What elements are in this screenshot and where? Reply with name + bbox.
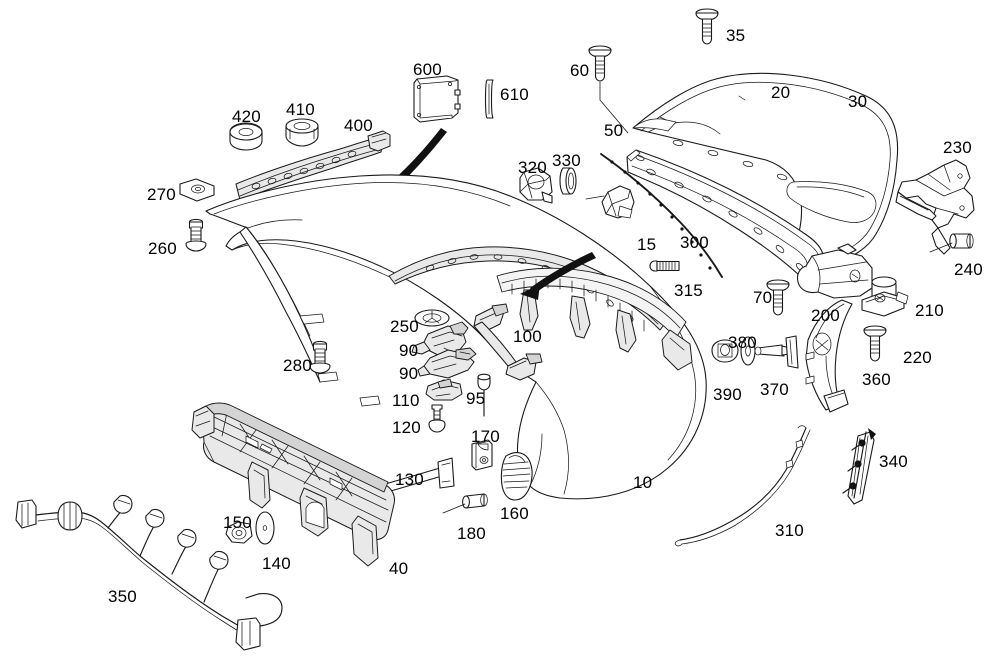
part-200-tow-hook-housing (796, 243, 873, 299)
callout-15: 15 (637, 235, 657, 254)
callout-210: 210 (915, 301, 944, 320)
part-10-bumper-cover (205, 174, 707, 500)
assembly-arrow-15 (520, 252, 596, 300)
callout-240: 240 (954, 260, 983, 279)
callout-380: 380 (728, 333, 757, 352)
part-350-wiring-harness (15, 494, 283, 651)
part-600-control-module (413, 75, 461, 123)
callout-95: 95 (466, 389, 486, 408)
part-360-bracket-arm (805, 299, 853, 413)
callout-350: 350 (108, 587, 137, 606)
callout-120: 120 (392, 418, 421, 437)
callout-360: 360 (862, 370, 891, 389)
part-90-guide-bracket-lower (417, 347, 477, 379)
callout-315: 315 (674, 281, 703, 300)
part-210-clamp-assembly (861, 276, 909, 317)
callout-260: 260 (148, 239, 177, 258)
part-110-retainer-clip (425, 378, 463, 401)
part-20-lower-valance (632, 72, 899, 270)
callout-600: 600 (413, 60, 442, 79)
part-310-seal-cord (674, 425, 811, 547)
part-170-clip-plate (471, 439, 493, 471)
callout-390: 390 (713, 385, 742, 404)
callout-90-lower: 90 (399, 364, 419, 383)
callout-410: 410 (286, 100, 315, 119)
part-340-reflector-rail (842, 428, 876, 505)
callout-50: 50 (604, 121, 624, 140)
callout-280: 280 (283, 356, 312, 375)
callout-270: 270 (147, 185, 176, 204)
callout-310: 310 (775, 521, 804, 540)
part-300-seal-strip (600, 153, 723, 278)
callout-60: 60 (570, 61, 590, 80)
callout-140: 140 (262, 554, 291, 573)
part-140-washer-disc (255, 511, 275, 545)
part-100-support-brace (473, 303, 543, 381)
part-50-trim-moulding (626, 149, 825, 279)
callout-35: 35 (726, 26, 746, 45)
part-230-bracket (895, 159, 975, 255)
callout-20: 20 (771, 83, 791, 102)
part-390-nut-cap (711, 339, 739, 363)
part-380-washer (740, 336, 756, 366)
part-250-emblem (414, 309, 450, 327)
part-240-sleeve (929, 233, 974, 253)
callout-200: 200 (811, 306, 840, 325)
callout-400: 400 (344, 116, 373, 135)
callout-320: 320 (518, 158, 547, 177)
callout-340: 340 (879, 452, 908, 471)
part-90-guide-bracket-upper (411, 321, 469, 357)
callout-330: 330 (552, 151, 581, 170)
part-180-bushing (442, 493, 488, 514)
part-40-reinforcement-bar (191, 402, 395, 567)
part-315-bolt (649, 260, 680, 272)
callout-30: 30 (848, 92, 868, 111)
part-15-clip-bracket (585, 185, 635, 219)
callout-10: 10 (633, 473, 653, 492)
callout-100: 100 (513, 327, 542, 346)
callout-230: 230 (943, 138, 972, 157)
callout-40: 40 (389, 559, 409, 578)
part-150-nut (225, 521, 253, 544)
callout-90-upper: 90 (399, 341, 419, 360)
callout-150: 150 (223, 513, 252, 532)
callout-610: 610 (500, 85, 529, 104)
part-400-guide-rail (235, 130, 391, 201)
callout-170: 170 (471, 427, 500, 446)
callout-110: 110 (392, 391, 420, 410)
callout-300: 300 (680, 233, 709, 252)
callout-370: 370 (760, 380, 789, 399)
part-160-grille-insert (500, 452, 533, 501)
callout-420: 420 (232, 107, 261, 126)
part-320-parking-sensor (519, 167, 553, 204)
callout-180: 180 (457, 524, 486, 543)
callout-250: 250 (390, 317, 419, 336)
callout-220: 220 (903, 348, 932, 367)
part-610-bracket-strip (484, 79, 494, 119)
callout-70: 70 (753, 288, 773, 307)
callout-160: 160 (500, 504, 529, 523)
part-270-clip-nut (179, 178, 215, 202)
callout-130: 130 (395, 470, 424, 489)
part-370-stud-bolt (754, 335, 799, 369)
part-420-washer (229, 122, 263, 151)
part-410-hex-nut (285, 118, 319, 147)
part-95-pin-clip (477, 373, 491, 417)
part-330-sensor-ring (559, 167, 577, 195)
part-120-rivet (428, 404, 446, 433)
